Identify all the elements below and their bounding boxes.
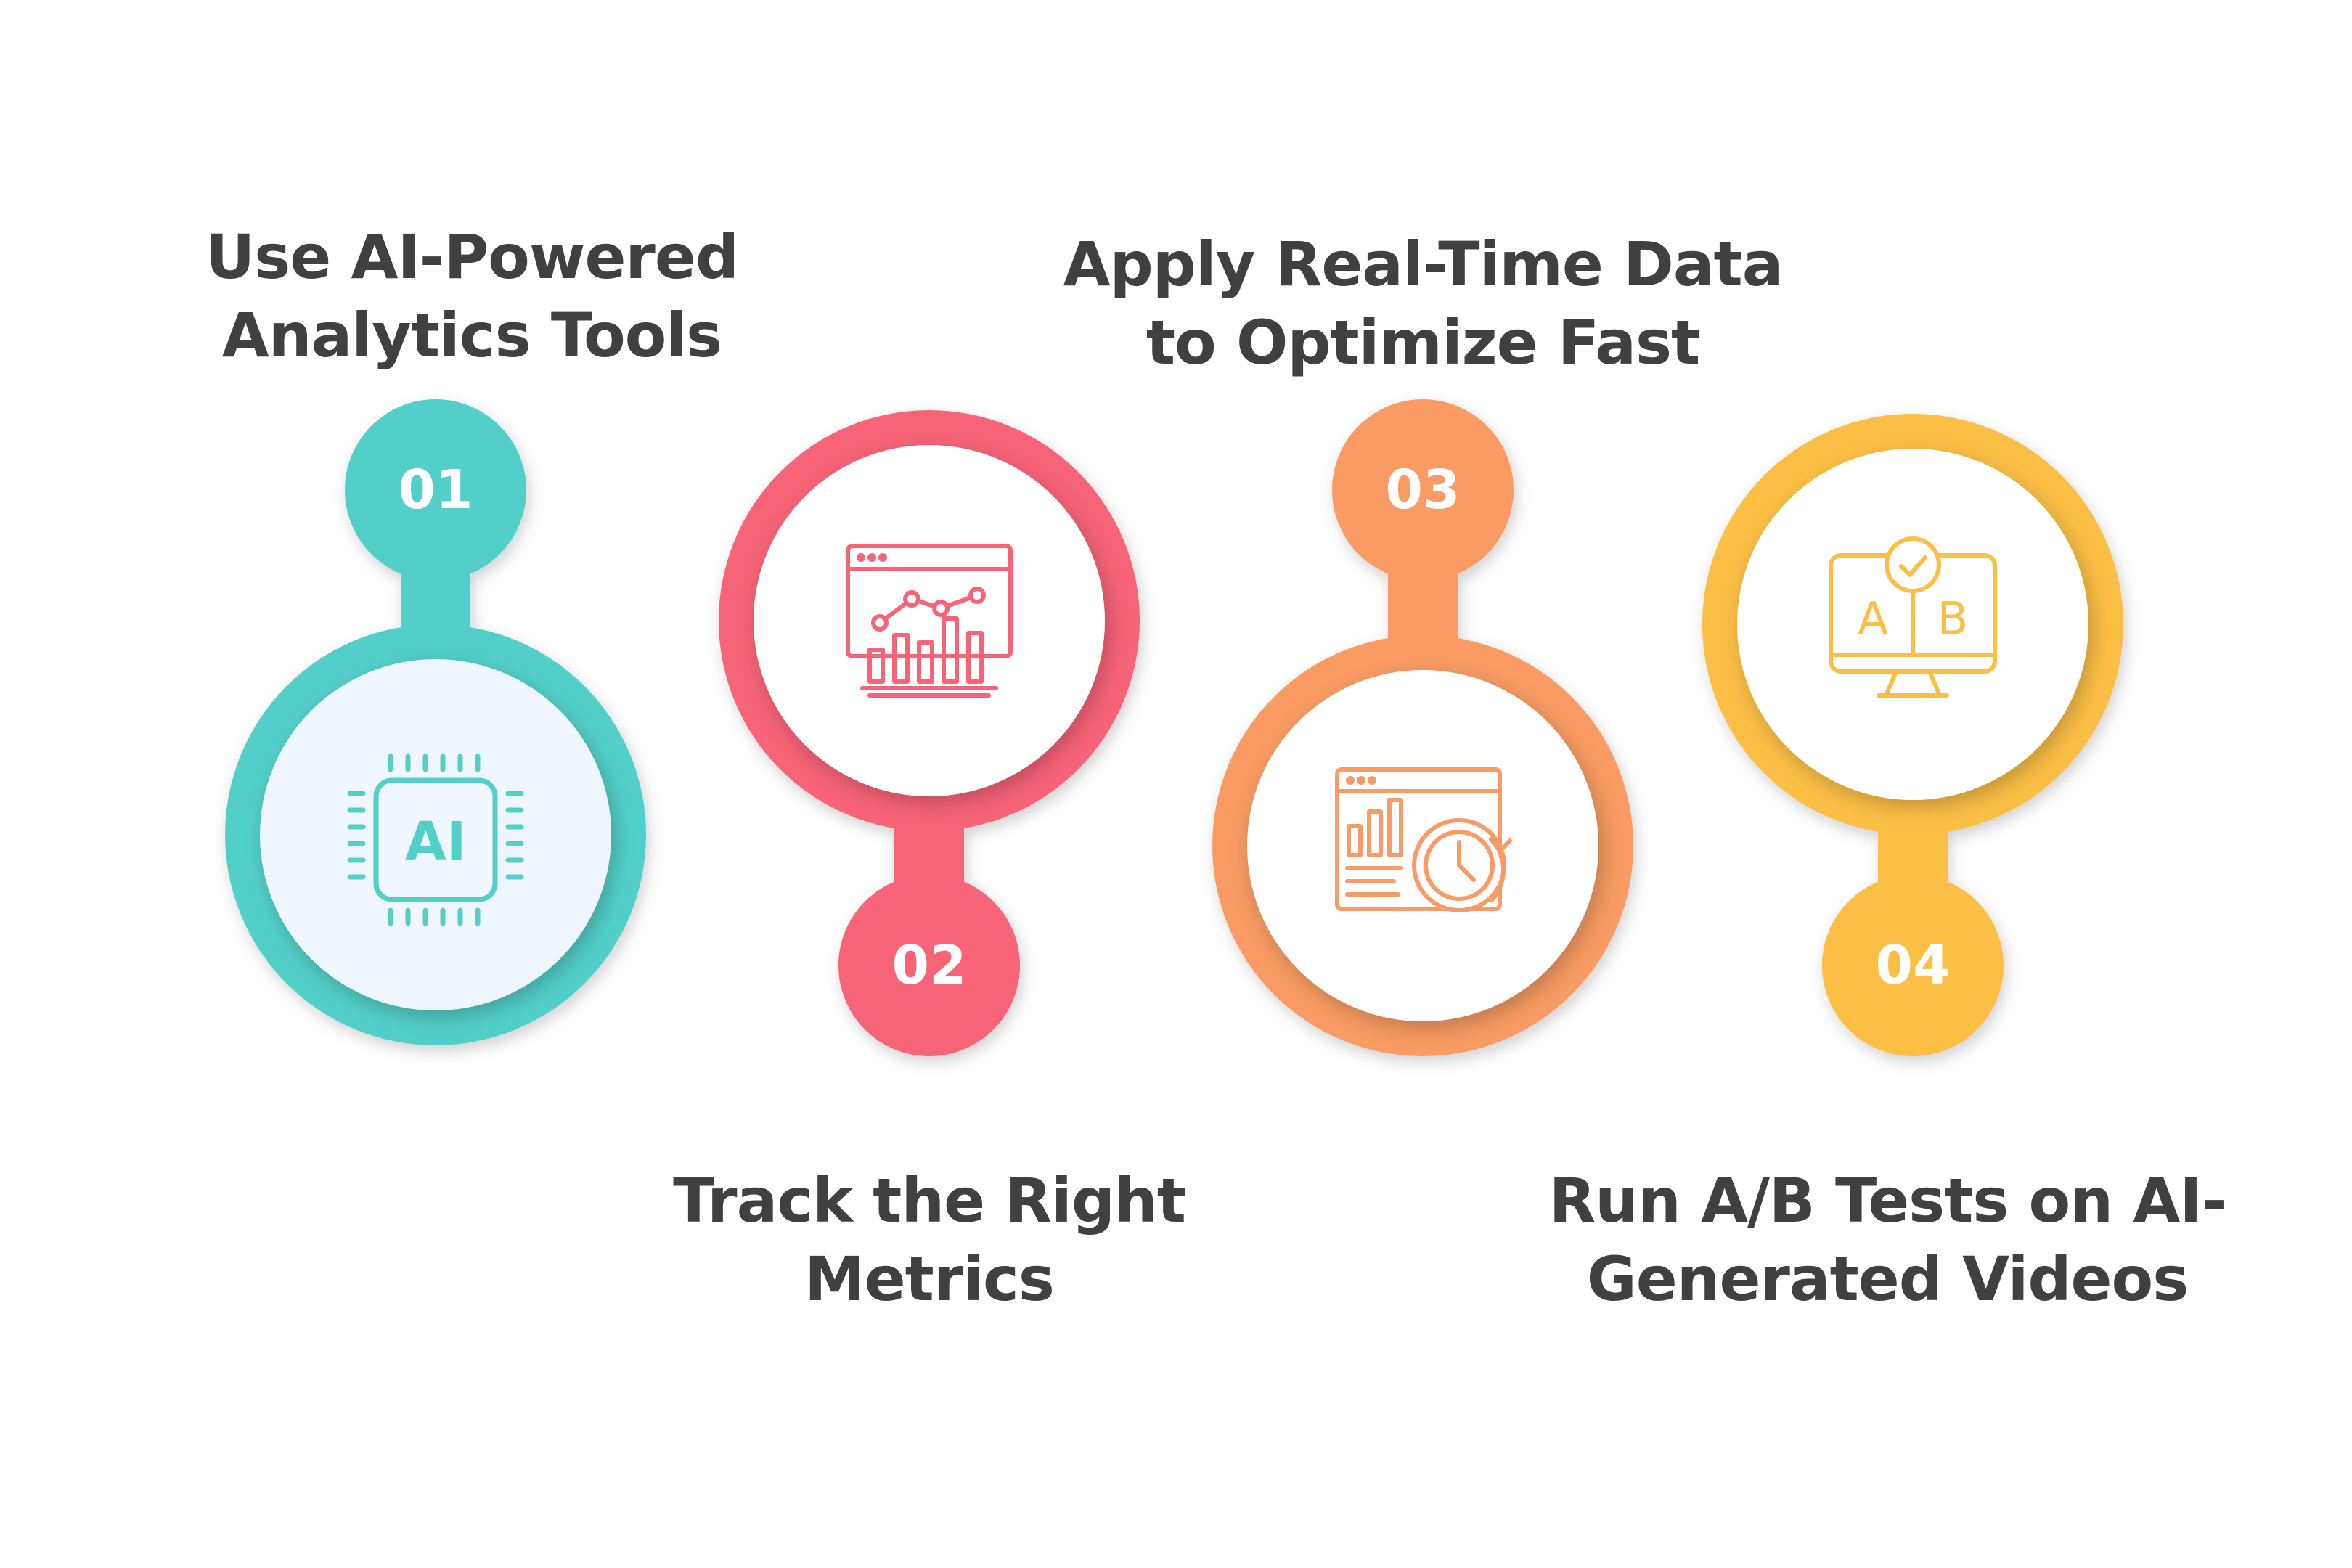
step-1-title-line1: Use AI-Powered <box>205 221 739 293</box>
analytics-dashboard-icon <box>846 544 1013 698</box>
step-4-node: 04 A B <box>1702 414 2123 1056</box>
step-3-title-line1: Apply Real-Time Data <box>1063 229 1784 300</box>
step-2-node: 02 <box>719 410 1140 1056</box>
step-1-number: 01 <box>399 459 473 521</box>
ai-chip-label: AI <box>405 811 467 873</box>
step-1-node: 01 AI <box>225 399 646 1045</box>
step-4-number: 04 <box>1876 934 1951 997</box>
step-4-title-line1: Run A/B Tests on AI- <box>1548 1165 2227 1236</box>
realtime-report-clock-icon <box>1335 767 1512 912</box>
step-2-number: 02 <box>892 934 967 997</box>
step-2-title: Track the Right Metrics <box>624 1161 1234 1318</box>
step-1-inner-circle <box>260 659 611 1010</box>
ai-chip-icon <box>347 754 524 926</box>
step-2-inner-circle <box>754 445 1105 796</box>
step-3-number: 03 <box>1386 459 1461 521</box>
step-4-title: Run A/B Tests on AI- Generated Videos <box>1503 1161 2272 1318</box>
ab-test-monitor-icon <box>1829 536 1997 698</box>
step-3-node: 03 <box>1212 399 1633 1056</box>
step-1-title-line2: Analytics Tools <box>221 300 722 371</box>
step-2-title-line2: Metrics <box>804 1244 1055 1315</box>
step-2-title-line1: Track the Right <box>673 1165 1186 1236</box>
step-1-title: Use AI-Powered Analytics Tools <box>167 218 777 375</box>
step-4-title-line2: Generated Videos <box>1586 1244 2189 1315</box>
ab-test-label-a: A <box>1858 592 1888 645</box>
ab-test-label-b: B <box>1937 592 1969 645</box>
step-3-title: Apply Real-Time Data to Optimize Fast <box>1038 225 1808 382</box>
step-3-title-line2: to Optimize Fast <box>1146 307 1700 378</box>
